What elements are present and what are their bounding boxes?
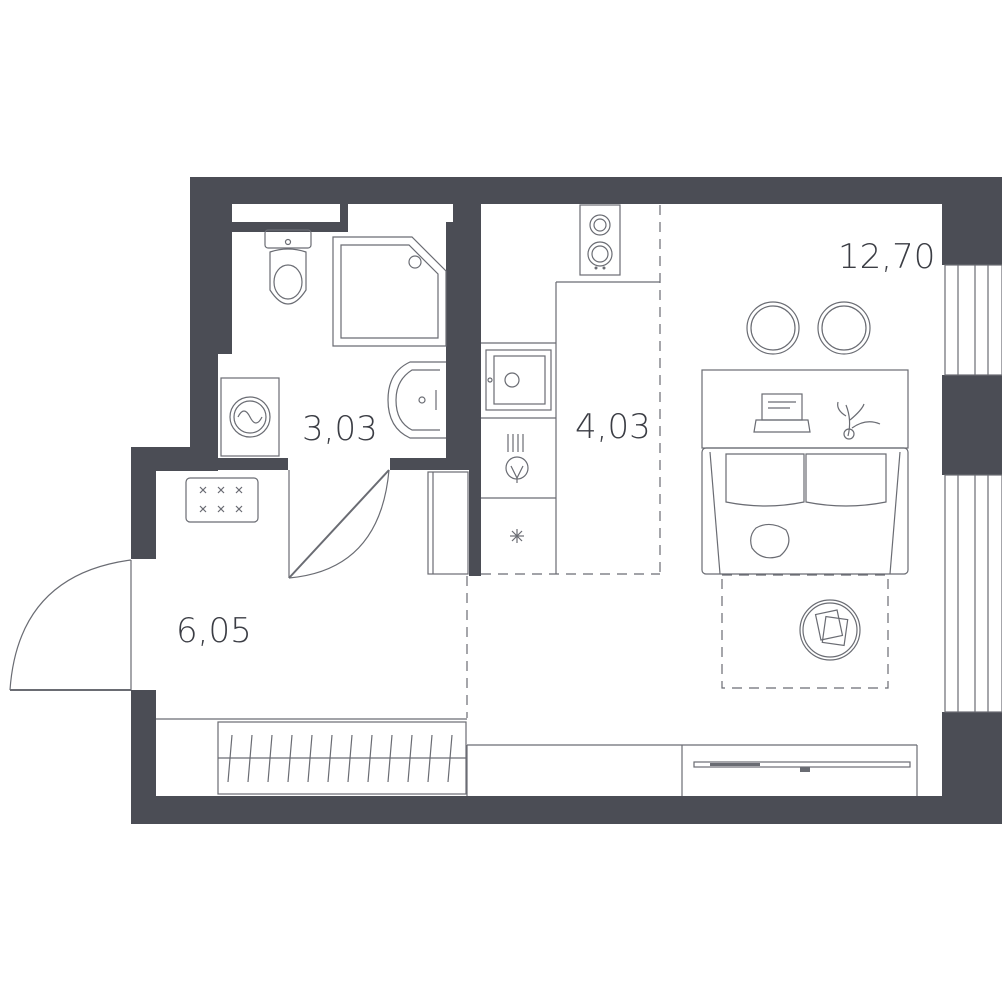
- shoe-rack-icon: [185, 477, 259, 523]
- walls: [131, 177, 1002, 824]
- bathroom-area-label: 3,03: [302, 409, 378, 449]
- kitchen-counter: [481, 281, 660, 574]
- laptop-icon: [753, 393, 811, 433]
- kitchen-area-label: 4,03: [575, 407, 651, 447]
- hood-icon: [507, 434, 524, 452]
- wardrobe-icon: [156, 718, 467, 795]
- washbasin-icon: [387, 361, 446, 439]
- entrance-door-swing-icon: [9, 559, 132, 691]
- desk-icon: [701, 369, 909, 449]
- rug-zone-boundary: [721, 574, 889, 689]
- toilet-icon: [264, 229, 312, 305]
- cooktop-icon: [579, 204, 621, 276]
- washing-machine-icon: [220, 377, 280, 457]
- stools-icon: [746, 301, 871, 355]
- sink-icon: [485, 349, 552, 411]
- shower-tray-icon: [332, 236, 447, 347]
- coffee-table-icon: [799, 599, 861, 661]
- tv-icon: [693, 761, 911, 772]
- kitchen-zone-boundary: [481, 205, 661, 575]
- fridge-icon: [510, 529, 524, 543]
- living-area-label: 12,70: [838, 237, 935, 277]
- window-icon: [944, 264, 1002, 713]
- faucet-icon: [505, 456, 529, 483]
- sofa-icon: [701, 447, 909, 575]
- hallway-area-label: 6,05: [176, 611, 252, 651]
- tv-stand-icon: [466, 744, 918, 796]
- door-swing-icon: [288, 469, 390, 579]
- hallway-cabinet: [427, 471, 469, 575]
- plant-icon: [837, 401, 881, 440]
